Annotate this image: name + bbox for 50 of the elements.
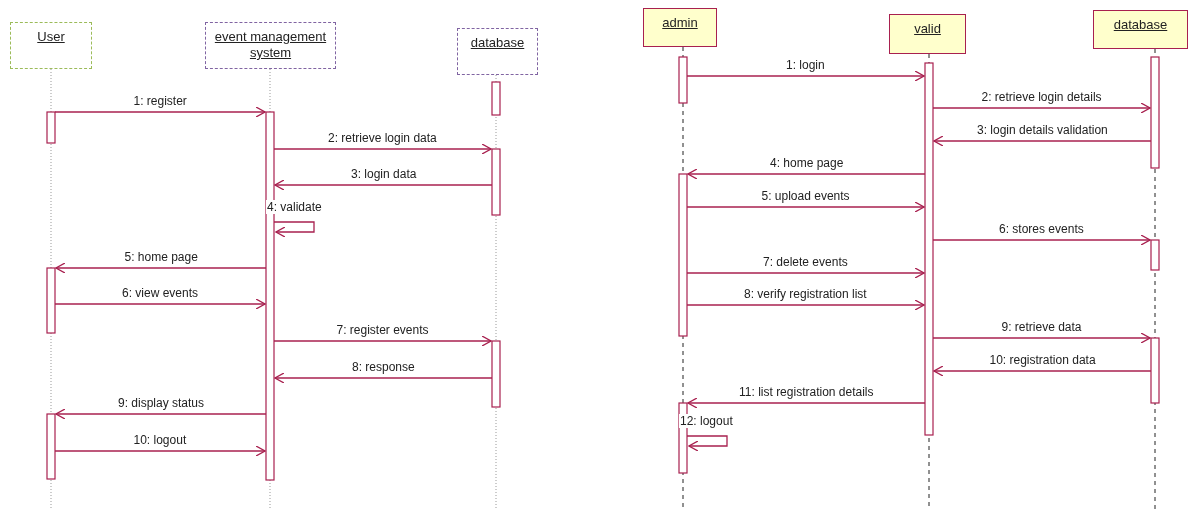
edge-label: 10: logout bbox=[132, 433, 188, 447]
edge-label: 9: display status bbox=[117, 396, 206, 410]
edge-label: 4: validate bbox=[266, 200, 323, 214]
edge-label: 8: response bbox=[351, 360, 416, 374]
lifeline-head: event management system bbox=[205, 22, 336, 69]
message-arrow bbox=[686, 267, 925, 279]
message-arrow bbox=[273, 221, 315, 238]
edge-label: 2: retrieve login data bbox=[327, 131, 438, 145]
message-arrow bbox=[687, 168, 926, 180]
edge-label: 4: home page bbox=[769, 156, 845, 170]
message-arrow bbox=[273, 143, 492, 155]
message-arrow bbox=[54, 298, 266, 310]
lifeline-head: database bbox=[457, 28, 538, 75]
message-arrow bbox=[274, 372, 493, 384]
lifeline-head: User bbox=[10, 22, 92, 69]
edge-label: 3: login data bbox=[350, 167, 418, 181]
message-arrow bbox=[932, 234, 1151, 246]
lifeline-head: valid bbox=[889, 14, 966, 54]
message-arrow bbox=[933, 365, 1152, 377]
edge-label: 1: login bbox=[785, 58, 826, 72]
message-arrow bbox=[686, 435, 728, 452]
message-arrow bbox=[273, 335, 492, 347]
message-arrow bbox=[687, 397, 926, 409]
edge-label: 5: upload events bbox=[760, 189, 851, 203]
edge-label: 10: registration data bbox=[988, 353, 1097, 367]
lifeline-head: admin bbox=[643, 8, 717, 47]
message-arrow bbox=[274, 179, 493, 191]
message-arrow bbox=[932, 102, 1151, 114]
edge-label: 9: retrieve data bbox=[1000, 320, 1083, 334]
edge-label: 5: home page bbox=[123, 250, 199, 264]
message-arrow bbox=[686, 201, 925, 213]
edge-label: 6: view events bbox=[121, 286, 200, 300]
edge-label: 12: logout bbox=[679, 414, 734, 428]
message-arrow bbox=[686, 299, 925, 311]
lifeline-head: database bbox=[1093, 10, 1188, 49]
edge-label: 1: register bbox=[132, 94, 188, 108]
message-arrow bbox=[933, 135, 1152, 147]
message-arrow bbox=[55, 408, 267, 420]
edge-label: 7: delete events bbox=[762, 255, 849, 269]
message-arrow bbox=[54, 445, 266, 457]
edge-label: 8: verify registration list bbox=[743, 287, 868, 301]
message-arrow bbox=[686, 70, 925, 82]
edge-label: 6: stores events bbox=[998, 222, 1085, 236]
message-arrow bbox=[932, 332, 1151, 344]
message-arrow bbox=[54, 106, 266, 118]
edge-label: 3: login details validation bbox=[976, 123, 1109, 137]
message-arrow bbox=[55, 262, 267, 274]
edge-label: 11: list registration details bbox=[738, 385, 875, 399]
edge-label: 2: retrieve login details bbox=[980, 90, 1103, 104]
edge-label: 7: register events bbox=[335, 323, 430, 337]
